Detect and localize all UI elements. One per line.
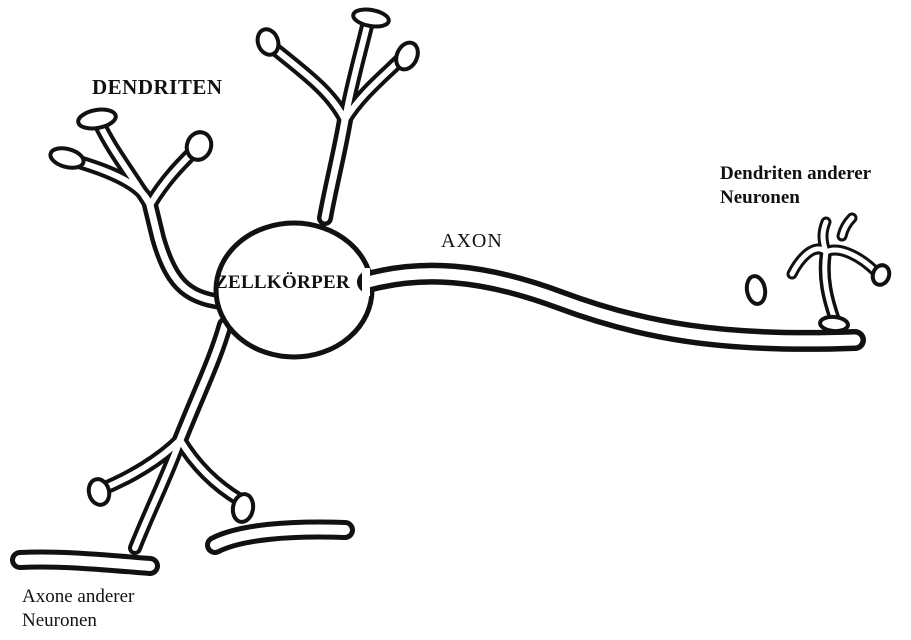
label-other-dendrites-line1: Dendriten anderer (720, 162, 871, 186)
label-other-axons: Axone anderer Neuronen (22, 585, 134, 633)
dendrites-top (254, 7, 422, 218)
other-dendrites-right (745, 218, 892, 332)
other-axons-bottom (20, 530, 345, 566)
dendrites-upper-left (48, 107, 222, 302)
dendrites-bottom (86, 325, 255, 548)
label-other-axons-line1: Axone anderer (22, 585, 134, 609)
label-axon: AXON (441, 229, 503, 254)
label-other-axons-line2: Neuronen (22, 609, 134, 633)
label-cell-body: ZELLKÖRPER (215, 271, 350, 295)
axon (366, 268, 855, 341)
label-dendrites: DENDRITEN (92, 74, 223, 100)
label-other-dendrites: Dendriten anderer Neuronen (720, 162, 871, 210)
label-other-dendrites-line2: Neuronen (720, 186, 871, 210)
